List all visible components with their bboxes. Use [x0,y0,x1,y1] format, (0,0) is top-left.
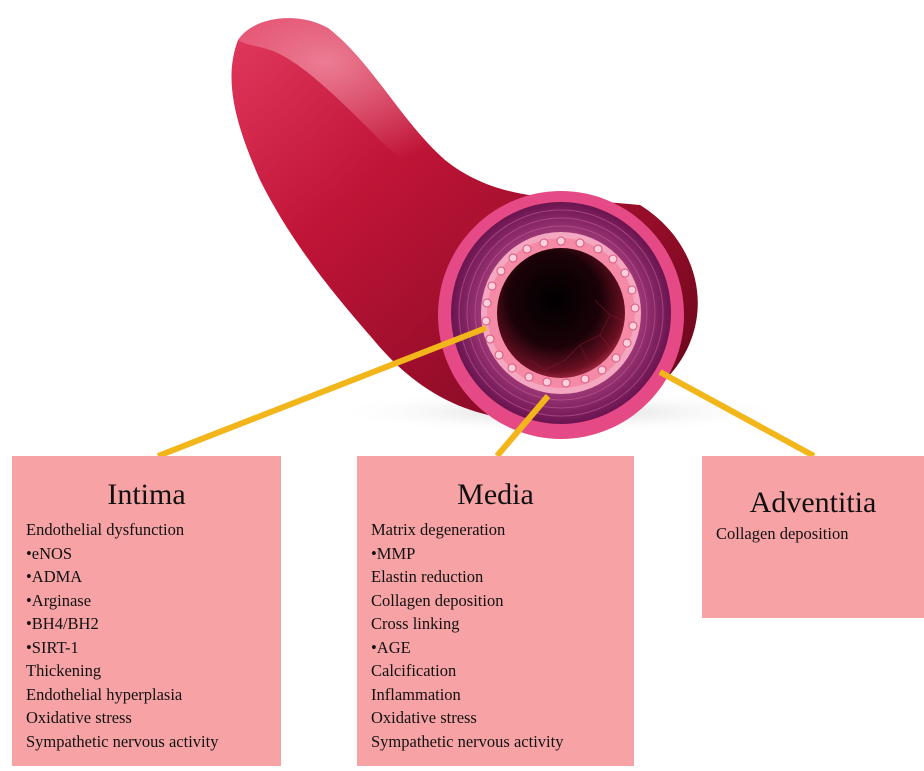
intima-title: Intima [12,478,281,512]
list-item: •ADMA [26,565,281,589]
list-item: Collagen deposition [371,589,634,613]
list-item: •eNOS [26,542,281,566]
list-item: Sympathetic nervous activity [26,730,281,754]
lumen [497,248,625,378]
list-item: •Arginase [26,589,281,613]
list-item: •MMP [371,542,634,566]
list-item: Elastin reduction [371,565,634,589]
media-box: Media Matrix degeneration •MMP Elastin r… [357,456,634,766]
list-item: •AGE [371,636,634,660]
list-item: Cross linking [371,612,634,636]
list-item: Endothelial hyperplasia [26,683,281,707]
list-item: Oxidative stress [26,706,281,730]
list-item: Calcification [371,659,634,683]
list-item: Endothelial dysfunction [26,518,281,542]
list-item: Thickening [26,659,281,683]
list-item: Inflammation [371,683,634,707]
list-item: Oxidative stress [371,706,634,730]
list-item: Matrix degeneration [371,518,634,542]
list-item: Collagen deposition [716,522,924,546]
adventitia-list: Collagen deposition [702,522,924,546]
intima-list: Endothelial dysfunction •eNOS •ADMA •Arg… [12,518,281,753]
media-title: Media [357,478,634,512]
adventitia-box: Adventitia Collagen deposition [702,456,924,618]
intima-box: Intima Endothelial dysfunction •eNOS •AD… [12,456,281,766]
list-item: •SIRT-1 [26,636,281,660]
adventitia-title: Adventitia [702,486,924,520]
media-list: Matrix degeneration •MMP Elastin reducti… [357,518,634,753]
list-item: •BH4/BH2 [26,612,281,636]
list-item: Sympathetic nervous activity [371,730,634,754]
